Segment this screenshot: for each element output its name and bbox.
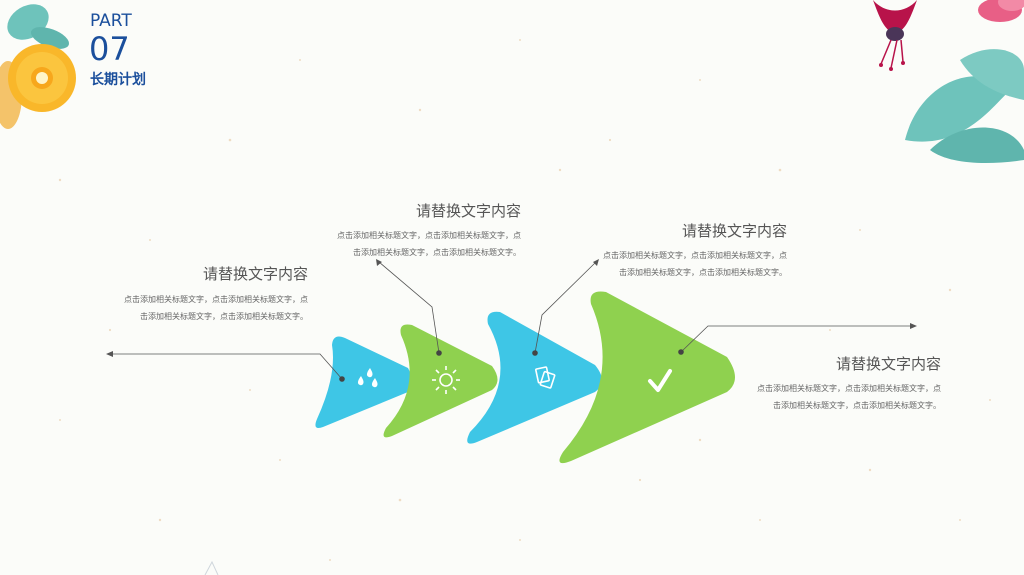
chevron-3	[467, 311, 602, 444]
arrowhead-up-right	[593, 259, 599, 266]
bottom-sketch	[204, 560, 219, 575]
connector-4	[680, 325, 913, 353]
connector-3	[534, 261, 597, 354]
item-1-body: 点击添加相关标题文字，点击添加相关标题文字，点击添加相关标题文字，点击添加相关标…	[124, 295, 308, 321]
sun-icon	[432, 366, 460, 394]
chevron-4	[559, 291, 735, 464]
chevron-group	[315, 291, 735, 464]
arrowhead-left	[106, 351, 113, 357]
part-number: 07	[89, 30, 130, 68]
item-3-title: 请替换文字内容	[681, 222, 787, 240]
section-title: 长期计划	[90, 72, 146, 88]
connector-dots	[339, 349, 684, 382]
connector-1	[110, 353, 343, 380]
item-2-title: 请替换文字内容	[415, 202, 521, 220]
item-3-body: 点击添加相关标题文字，点击添加相关标题文字，点击添加相关标题文字，点击添加相关标…	[603, 251, 787, 277]
connector-arrowheads	[106, 259, 917, 357]
chevron-1	[315, 336, 412, 428]
paper-speckles	[58, 39, 991, 561]
arrowhead-up-left	[376, 259, 382, 266]
top-right-flowers	[873, 0, 1024, 163]
item-1-title: 请替换文字内容	[202, 265, 308, 283]
item-4-body: 点击添加相关标题文字，点击添加相关标题文字，点击添加相关标题文字，点击添加相关标…	[757, 384, 941, 410]
connector-2	[378, 261, 440, 354]
item-2-body: 点击添加相关标题文字，点击添加相关标题文字，点击添加相关标题文字，点击添加相关标…	[337, 231, 521, 257]
part-label: PART	[90, 11, 132, 31]
documents-icon	[535, 366, 556, 389]
top-left-flowers	[0, 4, 76, 129]
checkmark-icon	[648, 369, 672, 392]
droplets-icon	[357, 368, 378, 388]
arrowhead-right	[910, 323, 917, 329]
connector-lines	[110, 261, 913, 380]
item-4-title: 请替换文字内容	[835, 355, 941, 373]
